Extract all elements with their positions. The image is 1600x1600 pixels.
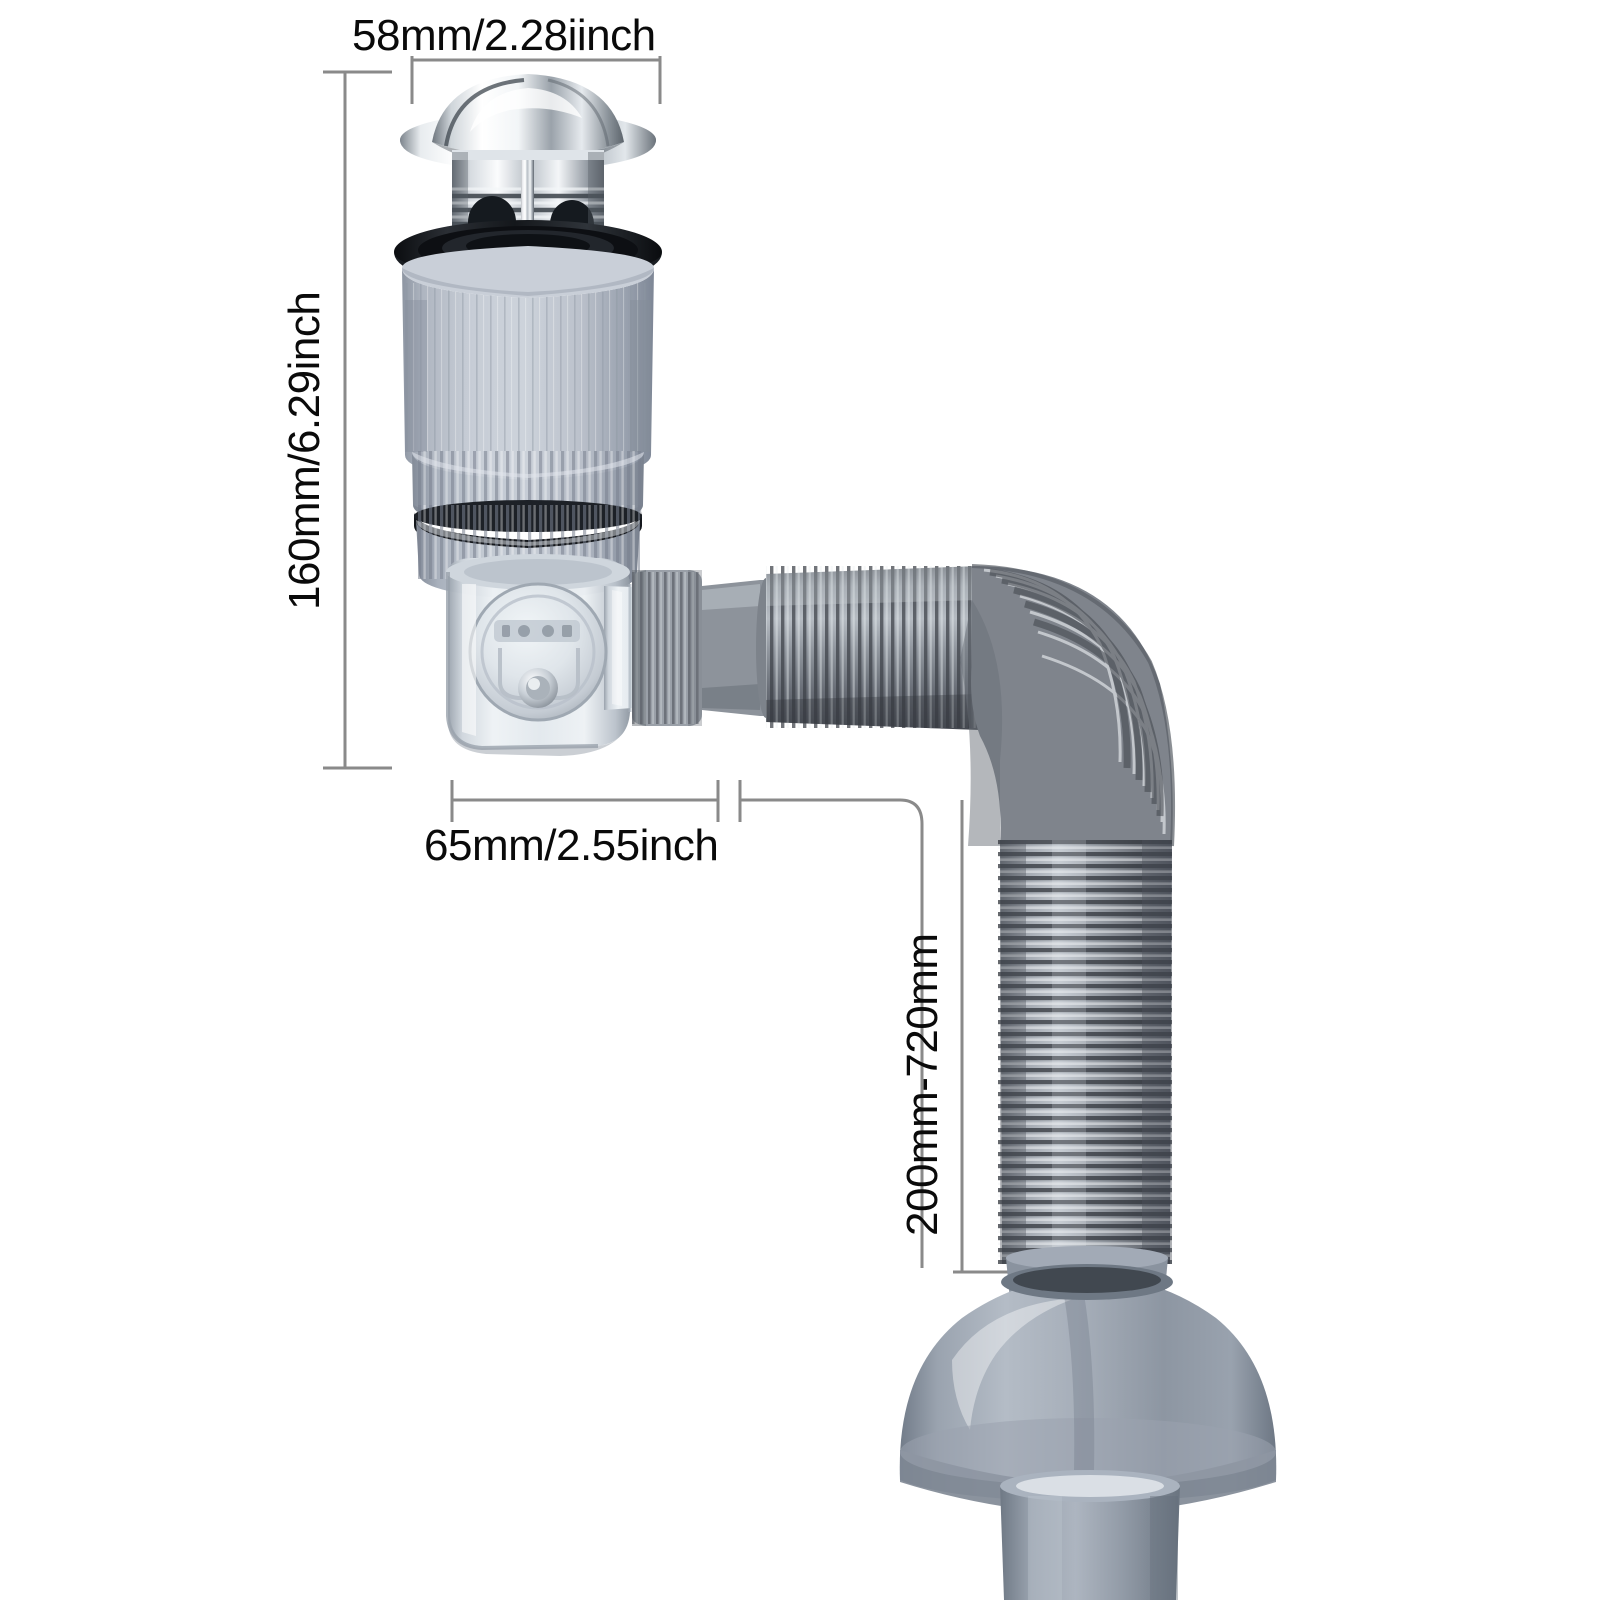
outlet-pipe-stub: [1000, 1470, 1180, 1600]
clear-trap-elbow: [446, 554, 660, 756]
hose-connector-nut: [632, 570, 776, 726]
dimension-label-depth-bottom: 65mm/2.55inch: [424, 821, 719, 870]
bellows-hose-vertical: [998, 840, 1172, 1300]
trap-cap-emboss: [494, 620, 580, 642]
bellows-hose-horizontal: [766, 566, 980, 730]
elbow-fan-shadows: [989, 568, 1164, 817]
dimension-hose-right: [953, 800, 1012, 1274]
gray-fluted-body: [402, 246, 654, 482]
dimension-leader-elbow: [740, 798, 924, 1268]
dimension-label-height-left: 160mm/6.29inch: [280, 291, 329, 610]
dimension-width-top: [410, 56, 662, 104]
dimension-depth-bottom: [450, 780, 742, 822]
bell-escutcheon: [899, 1264, 1277, 1514]
dimension-lines: [323, 56, 1012, 1274]
connector-pipe-section: [702, 580, 766, 716]
stopper-dome-arc-right: [547, 78, 610, 147]
stopper-dome: [432, 74, 624, 158]
stopper-dome-highlight: [470, 88, 582, 132]
trap-inspection-cap: [470, 584, 606, 720]
dimension-label-width-top: 58mm/2.28iinch: [352, 11, 656, 60]
bellows-hose-elbow: [960, 564, 1176, 847]
dimension-height-left: [323, 70, 392, 770]
stopper-basket-top-lip: [452, 150, 604, 160]
dimension-label-hose-right: 200mm-720mm: [898, 933, 947, 1236]
stopper-dome-arc-left: [444, 78, 525, 147]
